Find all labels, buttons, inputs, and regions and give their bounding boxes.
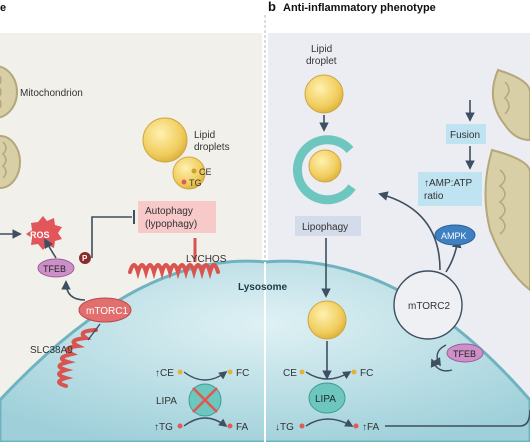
lipid-droplets-label-1: Lipid [194, 130, 215, 141]
fa-left-label: FA [236, 422, 249, 433]
fc-left-label: FC [236, 368, 249, 379]
arrow-mtorc1-tfeb [61, 280, 86, 301]
lychos-label: LYCHOS [186, 254, 227, 265]
amp-atp-box [418, 172, 482, 206]
arrow-ce-fc-right [305, 371, 352, 380]
ce-right-label: CE [283, 368, 297, 379]
autophagy-box [138, 201, 216, 233]
inhibit-line [91, 216, 132, 258]
fa-right-dot [353, 423, 359, 429]
fc-right-dot [351, 369, 357, 375]
autophagosome [292, 135, 356, 205]
lipa-left [188, 383, 222, 417]
tfeb-right-label: TFEB [453, 349, 476, 359]
tfeb-left-label: TFEB [43, 264, 66, 274]
lysosome-label: Lysosome [238, 282, 288, 293]
arrow-tg-fa-right [305, 418, 354, 427]
ce-right-dot [299, 369, 305, 375]
up-ce-label: ↑CE [155, 368, 174, 379]
arrow-tg-fa-left [183, 417, 228, 428]
panel-letter-b: b [268, 0, 276, 14]
amp-atp-label-2: ratio [424, 191, 444, 202]
mitochondrion-top-left [0, 65, 18, 119]
lychos-protein [128, 263, 220, 280]
tg-label: TG [189, 178, 202, 188]
phospho-label: P [82, 254, 88, 263]
arrow-ce-fc-left [183, 370, 228, 381]
fa-left-dot [227, 423, 233, 429]
tfeb-right [446, 343, 484, 363]
lipid-droplet-label-1: Lipid [311, 44, 332, 55]
down-tg-label: ↓TG [275, 422, 294, 433]
tg-left-dot [177, 423, 183, 429]
fusion-label: Fusion [450, 130, 480, 141]
tfeb-cycle-arrow-2 [430, 358, 453, 372]
mitochondrion-label: Mitochondrion [20, 88, 83, 99]
slc38a9-link [87, 323, 101, 341]
fc-left-dot [227, 369, 233, 375]
lipophagy-label: Lipophagy [302, 222, 348, 233]
lipa-left-label: LIPA [156, 396, 177, 407]
amp-atp-label-1: ↑AMP:ATP [424, 178, 472, 189]
slc38a9-protein [57, 328, 98, 388]
lipid-droplet-large [142, 117, 188, 163]
mtorc2-label: mTORC2 [408, 301, 450, 312]
ampk-label: AMPK [441, 231, 467, 241]
mtorc1-label: mTORC1 [86, 306, 128, 317]
autophagy-label-1: Autophagy [145, 206, 193, 217]
lipophagy-box [295, 216, 361, 236]
up-fa-label: ↑FA [362, 422, 380, 433]
tfeb-cycle-arrow-1 [432, 344, 447, 367]
tfeb-left [37, 258, 75, 278]
mitochondrion-mid-left [0, 135, 21, 189]
lipid-droplet-lysosome [307, 300, 347, 340]
lipa-right-label: LIPA [315, 394, 336, 405]
arrow-tfeb-ros [43, 238, 57, 259]
mitochondrion-bottom-right [484, 148, 530, 292]
lipid-droplet-label-2: droplet [306, 56, 337, 67]
lipid-droplets-label-2: droplets [194, 142, 230, 153]
ce-left-dot [177, 369, 183, 375]
tg-right-dot [299, 423, 305, 429]
slc38a9-label: SLC38A9 [30, 345, 73, 356]
mitochondrion-top-right [491, 68, 530, 142]
tg-dot [181, 179, 187, 185]
lipid-droplet-small [172, 156, 206, 190]
lipid-droplet-right [304, 74, 344, 114]
arrow-mtorc2-autophagosome [378, 191, 441, 271]
fusion-box [446, 124, 486, 144]
right-panel-title: Anti-inflammatory phenotype [283, 2, 436, 14]
ampk [434, 224, 476, 246]
ce-label: CE [199, 167, 212, 177]
ros-label: ROS [30, 230, 50, 240]
mtorc1 [78, 297, 132, 323]
lipa-right [308, 382, 346, 414]
mtorc2-circle [393, 270, 463, 340]
phospho-badge [79, 252, 91, 264]
left-title-fragment: e [0, 2, 6, 14]
ce-dot [191, 168, 197, 174]
fc-right-label: FC [360, 368, 373, 379]
up-tg-label: ↑TG [154, 422, 173, 433]
autophagy-label-2: (lypophagy) [145, 219, 197, 230]
